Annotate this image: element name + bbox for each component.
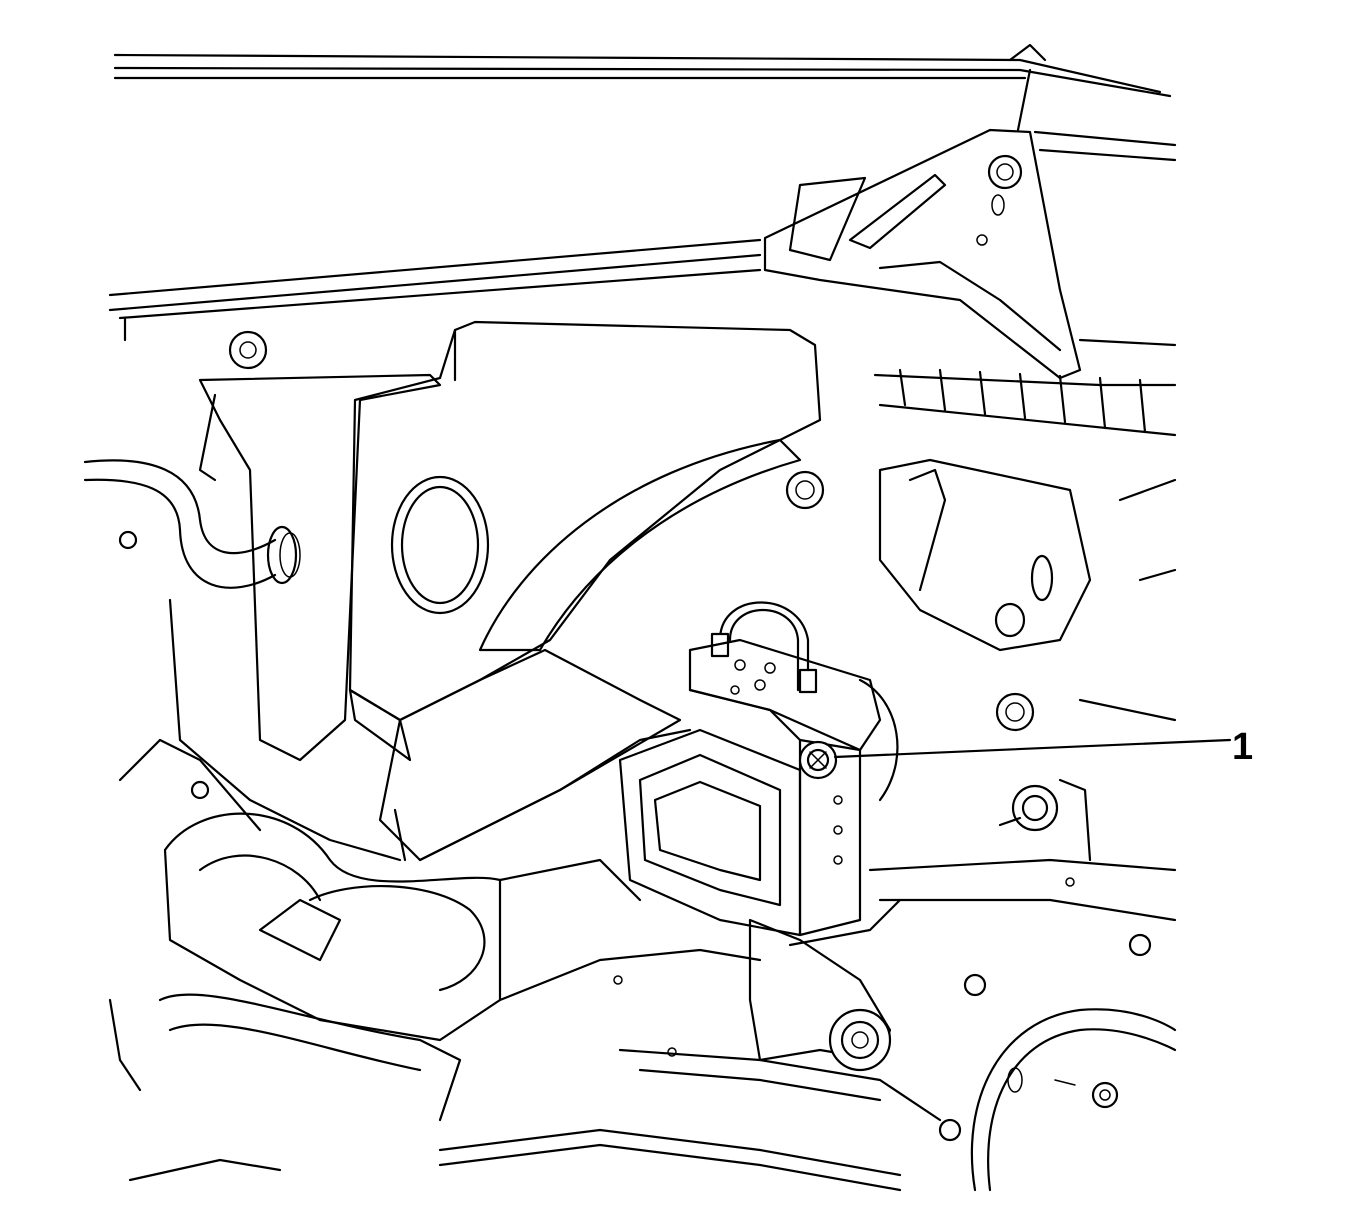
- abs-module: [618, 638, 899, 937]
- callout-leader: [833, 738, 1232, 759]
- lower-body-panels: [438, 858, 1177, 1192]
- cowl-rail: [108, 130, 1177, 347]
- hood-edge: [113, 43, 1172, 132]
- strut-bracket: [763, 128, 1082, 380]
- abs-bracket: [748, 898, 902, 1072]
- air-cleaner-housing: [348, 320, 822, 762]
- air-intake-duct: [378, 438, 802, 862]
- lower-left-assembly: [108, 780, 502, 1182]
- callout-label-1: 1: [1232, 726, 1253, 768]
- right-strut-area: [785, 368, 1177, 732]
- wheelhouse-disc: [938, 877, 1177, 1192]
- right-stud-nut: [998, 778, 1092, 862]
- left-panel: [118, 330, 442, 862]
- abs-mounting-bolt: [798, 740, 838, 780]
- coolant-hose: [83, 459, 301, 589]
